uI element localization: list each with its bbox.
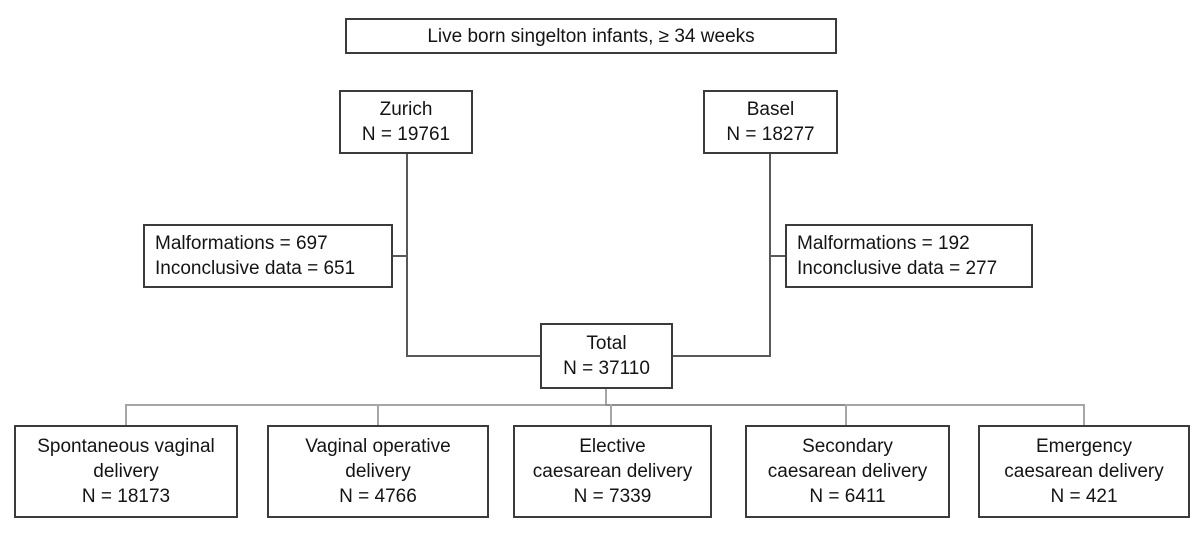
outcome-label: Spontaneous vaginal delivery <box>37 436 215 482</box>
flow-box-exclusions-basel: Malformations = 192 Inconclusive data = … <box>785 224 1033 288</box>
connector-total-vertical <box>605 389 607 405</box>
outcome-label: Elective caesarean delivery <box>532 436 693 482</box>
exclusion-malformations: Malformations = 192 <box>797 233 970 254</box>
connector-outcomes-horizontal-mid <box>605 404 847 406</box>
cohort-label: Zurich <box>379 99 433 120</box>
exclusion-malformations: Malformations = 697 <box>155 233 328 254</box>
connector-basel-to-total <box>671 355 771 357</box>
connector-exclusions-right-stub <box>769 255 787 257</box>
connector-outcome-4-stub <box>845 404 847 426</box>
outcome-n: N = 6411 <box>809 486 886 507</box>
flow-box-spontaneous-vaginal-delivery: Spontaneous vaginal delivery N = 18173 <box>14 425 238 518</box>
total-label: Total <box>586 333 627 354</box>
cohort-n: N = 18277 <box>726 124 815 145</box>
outcome-n: N = 7339 <box>573 486 652 507</box>
cohort-label: Basel <box>746 99 795 120</box>
total-n: N = 37110 <box>563 358 650 379</box>
outcome-n: N = 421 <box>1050 486 1118 507</box>
connector-outcome-3-stub <box>610 404 612 426</box>
cohort-n: N = 19761 <box>361 124 451 145</box>
outcome-label: Secondary caesarean delivery <box>767 436 928 482</box>
flow-box-vaginal-operative-delivery: Vaginal operative delivery N = 4766 <box>267 425 489 518</box>
flow-box-zurich: Zurich N = 19761 <box>339 90 473 154</box>
flow-box-live-born-infants: Live born singelton infants, ≥ 34 weeks <box>345 18 837 54</box>
flow-box-secondary-caesarean-delivery: Secondary caesarean delivery N = 6411 <box>745 425 950 518</box>
flow-box-exclusions-zurich: Malformations = 697 Inconclusive data = … <box>143 224 393 288</box>
flow-box-total: Total N = 37110 <box>540 323 673 389</box>
root-label: Live born singelton infants, ≥ 34 weeks <box>427 25 755 47</box>
connector-zurich-to-total <box>406 355 542 357</box>
connector-outcome-1-stub <box>125 404 127 426</box>
connector-outcome-5-stub <box>1083 404 1085 426</box>
flow-box-elective-caesarean-delivery: Elective caesarean delivery N = 7339 <box>513 425 712 518</box>
connector-outcome-2-stub <box>377 404 379 426</box>
outcome-n: N = 18173 <box>81 486 171 507</box>
outcome-label: Vaginal operative delivery <box>305 436 451 482</box>
exclusion-inconclusive: Inconclusive data = 277 <box>797 258 998 279</box>
outcome-label: Emergency caesarean delivery <box>1004 436 1164 482</box>
exclusion-inconclusive: Inconclusive data = 651 <box>155 258 356 279</box>
outcome-n: N = 4766 <box>339 486 417 507</box>
connector-exclusions-left-stub <box>391 255 408 257</box>
flow-box-basel: Basel N = 18277 <box>703 90 838 154</box>
flow-box-emergency-caesarean-delivery: Emergency caesarean delivery N = 421 <box>978 425 1190 518</box>
